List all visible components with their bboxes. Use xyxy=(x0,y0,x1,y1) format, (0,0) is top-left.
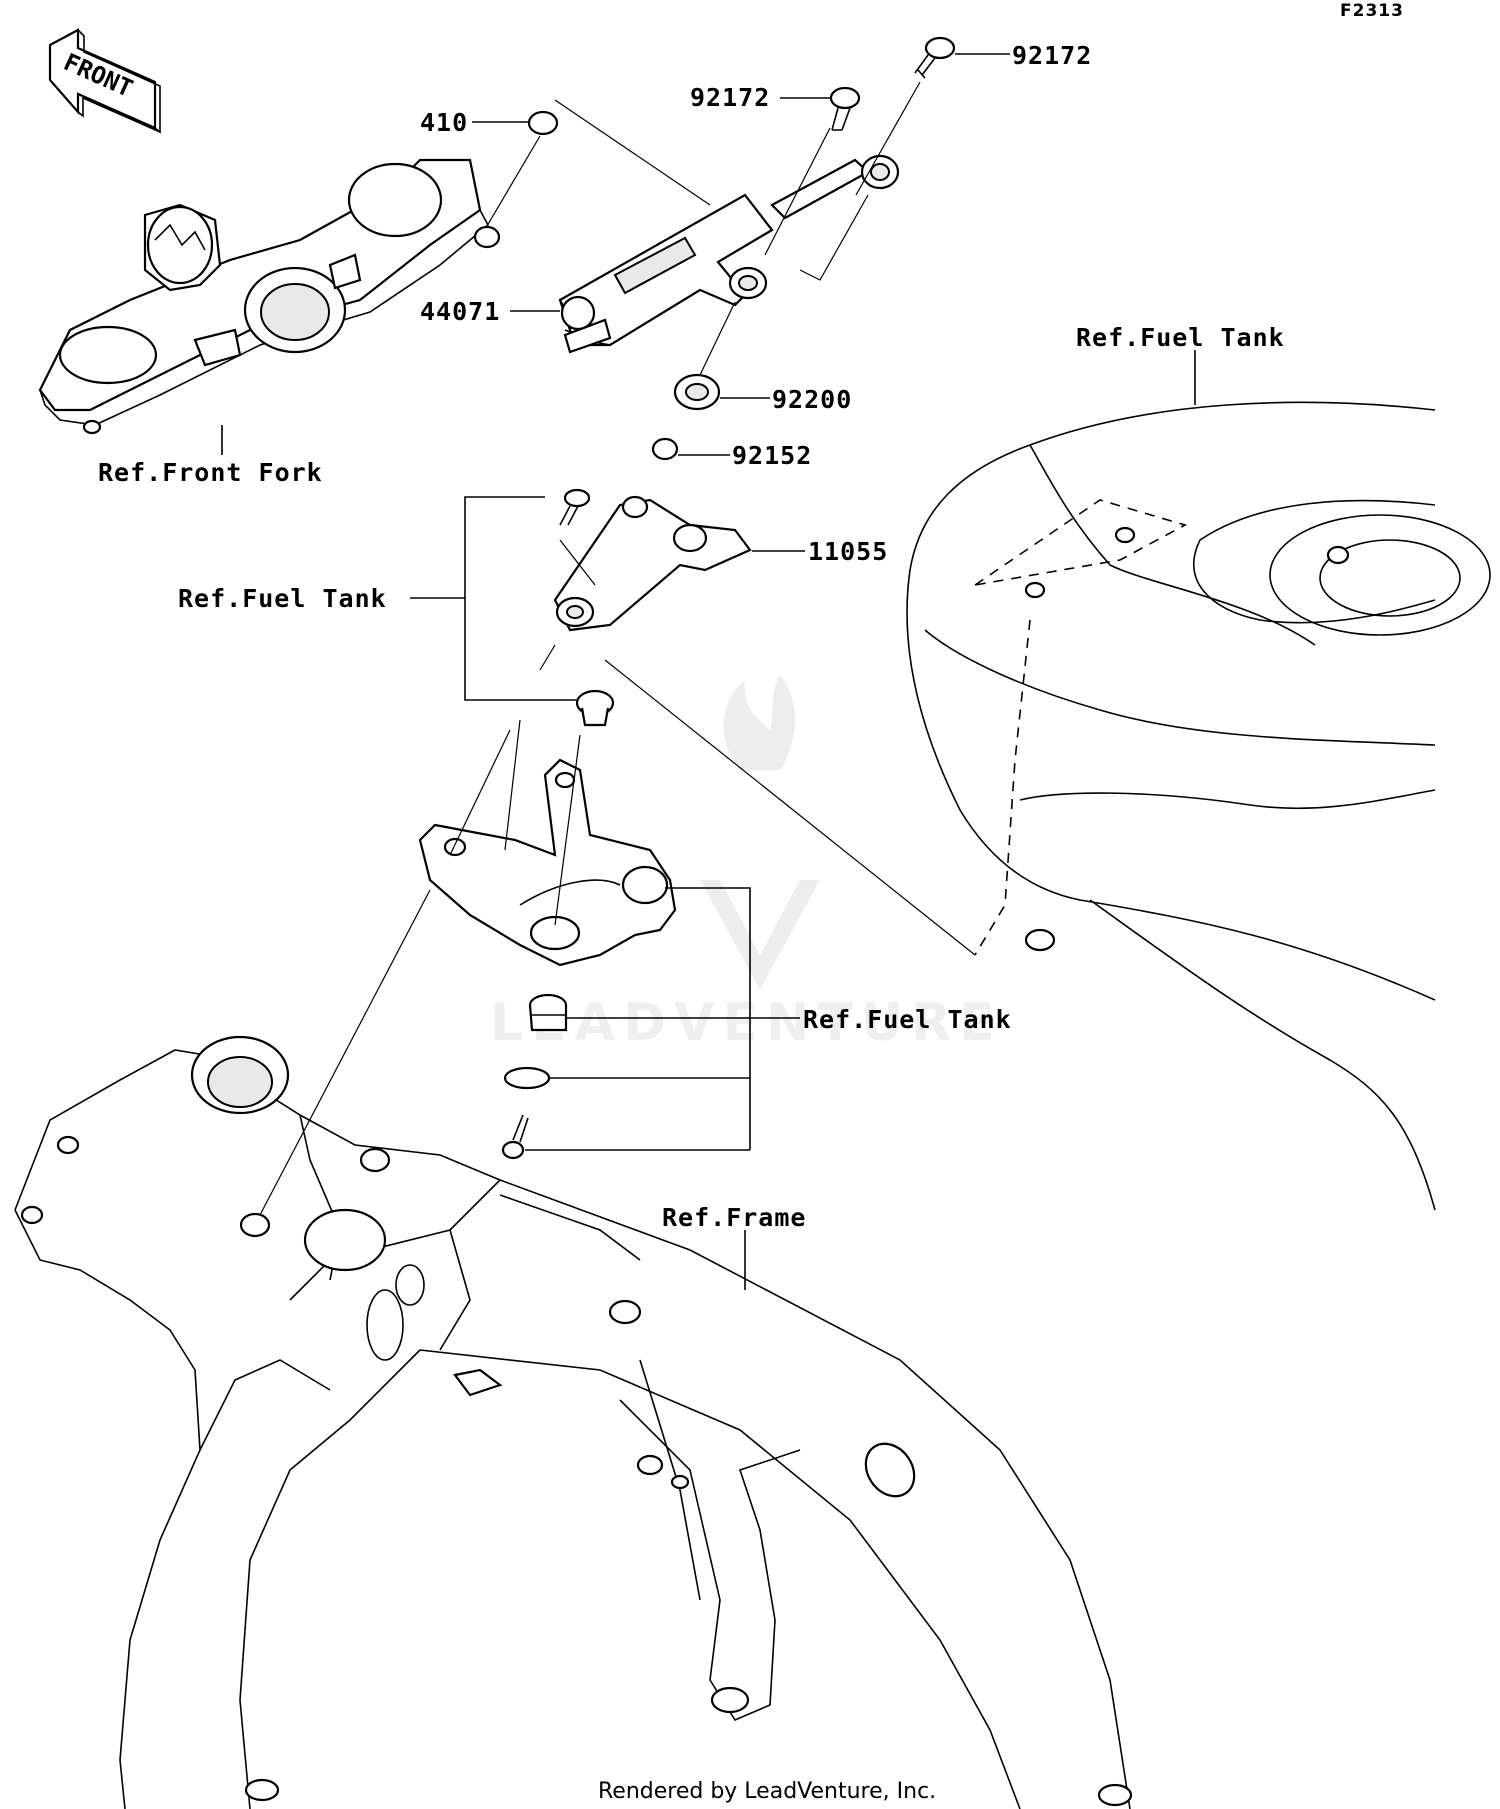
grommet-part xyxy=(575,689,615,727)
bolt-92172-mid-part xyxy=(829,86,861,131)
washer-410-part xyxy=(527,110,559,136)
mount-bolt-part xyxy=(501,1114,529,1160)
ref-fuel-tank-upper-label: Ref.Fuel Tank xyxy=(1076,323,1285,352)
leadventure-watermark-logo xyxy=(700,675,820,990)
rendered-by-footer: Rendered by LeadVenture, Inc. xyxy=(598,1779,936,1804)
part-410-label: 410 xyxy=(420,108,468,137)
ref-fuel-tank-lower-label: Ref.Fuel Tank xyxy=(803,1005,1012,1034)
front-arrow-icon: FRONT xyxy=(48,28,161,134)
watermark-text: LEADVENTURE xyxy=(490,993,1003,1053)
part-92152-label: 92152 xyxy=(732,441,812,470)
part-92172-top-label: 92172 xyxy=(1012,41,1092,70)
rubber-mount-part xyxy=(528,993,568,1032)
bolt-92172-top-part xyxy=(914,36,956,79)
part-11055-label: 11055 xyxy=(808,537,888,566)
ref-front-fork-label: Ref.Front Fork xyxy=(98,458,323,487)
stay-bracket-part xyxy=(418,758,677,967)
part-44071-label: 44071 xyxy=(420,297,500,326)
diagram-code: F2313 xyxy=(1340,1,1404,21)
frame-part xyxy=(14,1035,1133,1809)
steering-damper-part xyxy=(558,154,900,354)
bracket-11055-part xyxy=(553,495,752,632)
fuel-tank-part xyxy=(906,401,1491,1211)
top-bridge-part xyxy=(38,158,501,435)
ref-frame-label: Ref.Frame xyxy=(662,1203,806,1232)
part-92200-label: 92200 xyxy=(772,385,852,414)
part-92172-mid-label: 92172 xyxy=(690,83,770,112)
collar-92152-part xyxy=(651,437,679,461)
ref-fuel-tank-left-label: Ref.Fuel Tank xyxy=(178,584,387,613)
washer-part xyxy=(503,1066,551,1090)
bracket-bolt-part xyxy=(559,488,591,526)
